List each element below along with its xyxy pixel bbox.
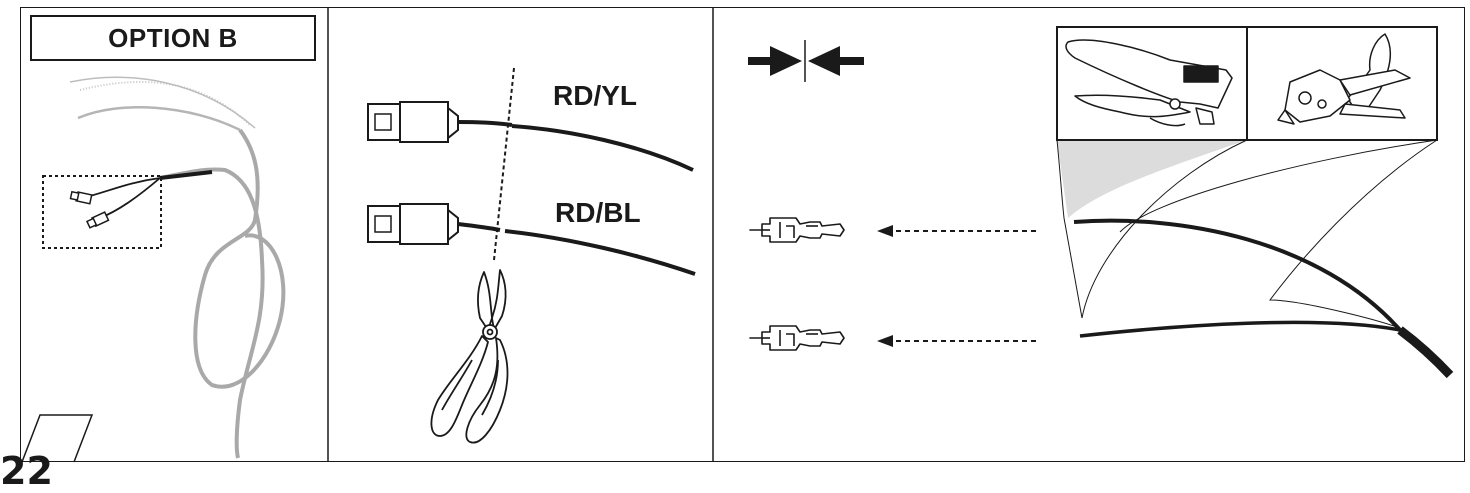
dashed-arrow-top	[877, 225, 1036, 237]
small-connector-icon	[85, 211, 110, 229]
connector-plug-icon	[367, 101, 459, 143]
crimp-terminal-icon	[749, 217, 845, 243]
connector-highlight-box	[42, 175, 162, 249]
wire-label-bottom: RD/BL	[555, 197, 641, 228]
wire-label-top: RD/YL	[553, 80, 637, 111]
crimping-tool-inset	[1246, 26, 1438, 141]
wire-stripper-icon	[1065, 39, 1233, 127]
crimp-symbol-icon	[748, 40, 864, 82]
option-label: OPTION B	[30, 15, 316, 61]
step-number: 22	[0, 449, 53, 493]
page-corner-tab	[21, 414, 94, 463]
crimping-tool-icon	[1277, 33, 1411, 125]
diagram-frame	[20, 7, 1465, 462]
harness-drawing	[42, 76, 286, 459]
crimp-terminal-icon	[749, 325, 845, 351]
dashed-arrow-bottom	[877, 335, 1036, 347]
side-cutter-pliers-icon	[430, 269, 509, 444]
connector-plug-icon	[367, 203, 459, 245]
small-connector-icon	[69, 190, 93, 205]
